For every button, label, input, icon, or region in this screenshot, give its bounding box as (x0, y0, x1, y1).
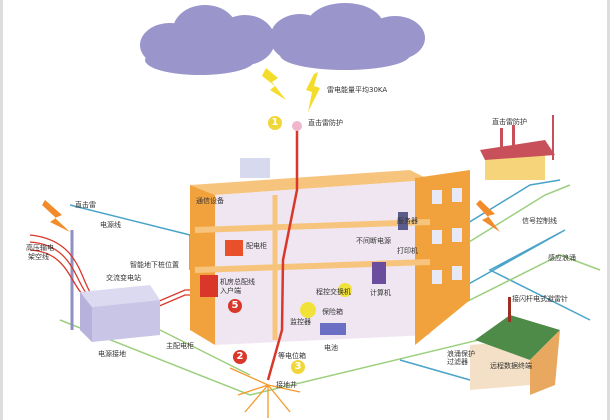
label-spd-2: 过滤器 (447, 358, 468, 366)
label-substation: 交流变电站 (106, 274, 141, 282)
right-border (607, 0, 610, 420)
lightning-bolt-icon (306, 72, 320, 112)
down-conductor (266, 128, 299, 381)
label-printer: 打印机 (397, 247, 418, 255)
label-surge: 感应浪涌 (548, 254, 576, 262)
label-remote-terminal: 远程数据终端 (490, 362, 532, 370)
label-battery: 电池 (324, 344, 338, 352)
lightning-bolt-icon (262, 68, 286, 100)
left-border (0, 0, 3, 420)
label-main-panel: 主配电柜 (166, 342, 194, 350)
label-computer: 计算机 (370, 289, 391, 297)
factory (480, 115, 555, 180)
main-building (190, 158, 470, 345)
surge-bolt-icons (42, 200, 500, 232)
label-room-entry-2: 入户端 (220, 287, 241, 295)
label-hv-line: 高压输电 (26, 244, 54, 252)
label-power-ground: 电源接地 (98, 350, 126, 358)
label-hv-line-2: 架空线 (28, 253, 49, 261)
label-pbx: 程控交换机 (316, 288, 351, 296)
label-room-entry: 机房总配线 (220, 278, 255, 286)
marker-2: 2 (233, 350, 247, 364)
label-factory-protection: 直击雷防护 (492, 118, 527, 126)
marker-1: 1 (268, 116, 282, 130)
remote-house (470, 297, 560, 395)
label-direct-lightning: 直击雷 (75, 201, 96, 209)
label-signal-line: 信号控制线 (522, 217, 557, 225)
label-distribution-cabinet: 配电柜 (246, 242, 267, 250)
label-ground-strike: 智能地下桩位置 (130, 261, 179, 269)
ground-burst (229, 367, 301, 418)
cloud-left (140, 5, 275, 75)
cloud-right (270, 3, 425, 70)
marker-3: 3 (291, 360, 305, 374)
label-monitor: 监控器 (290, 318, 311, 326)
label-equipotential: 等电位箱 (278, 352, 306, 360)
label-safe: 保险箱 (322, 308, 343, 316)
label-server: 服务器 (397, 217, 418, 225)
label-ups: 不间断电源 (356, 237, 391, 245)
label-direct-protection: 直击雷防护 (308, 119, 343, 127)
label-comm-equipment: 通信设备 (196, 197, 224, 205)
label-spd: 浪涌保护 (447, 350, 475, 358)
label-power-line: 电源线 (100, 221, 121, 229)
marker-5: 5 (228, 299, 242, 313)
label-ground-well: 接地井 (276, 381, 297, 389)
label-lightning-energy: 雷电能量平均30KA (327, 86, 388, 94)
label-rod: 接闪杆电式避雷针 (512, 295, 568, 303)
